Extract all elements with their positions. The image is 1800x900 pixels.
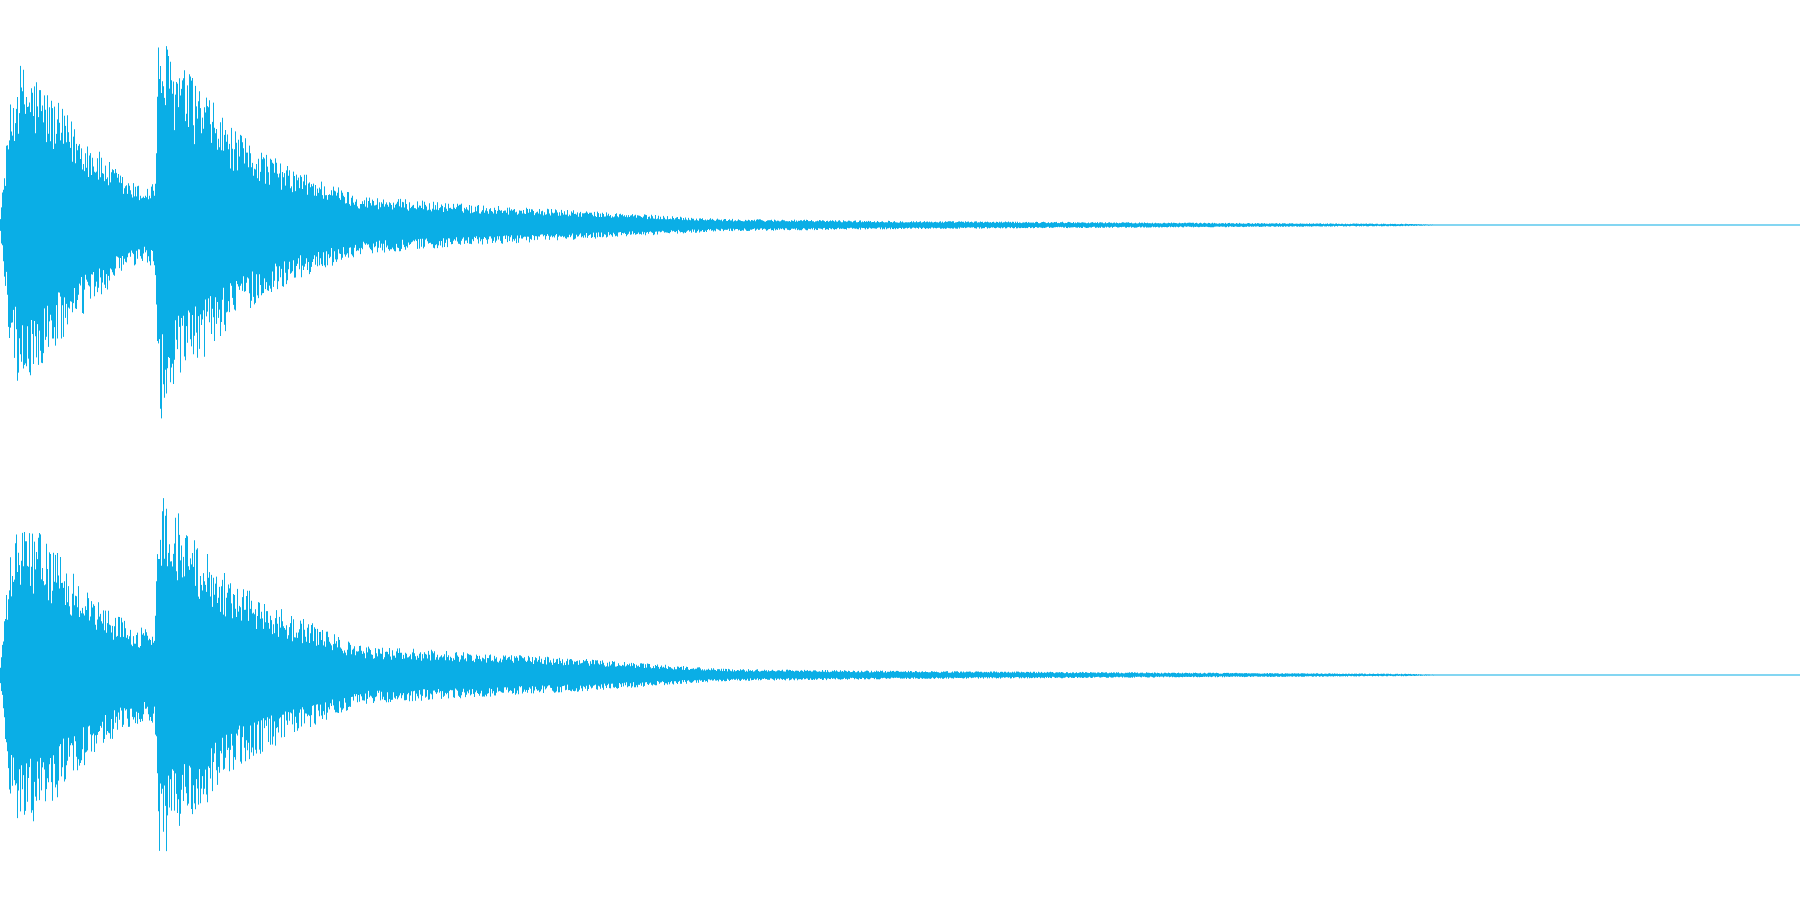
channel-left-samples [0,46,1800,419]
channel-left-waveform [0,46,1800,419]
channel-left-waveform-path [0,46,1800,419]
channel-right-svg [0,498,1800,852]
channel-right-waveform-path [0,498,1800,852]
channel-left-svg [0,46,1800,419]
channel-right-samples [0,498,1800,852]
channel-right-waveform [0,450,1800,900]
